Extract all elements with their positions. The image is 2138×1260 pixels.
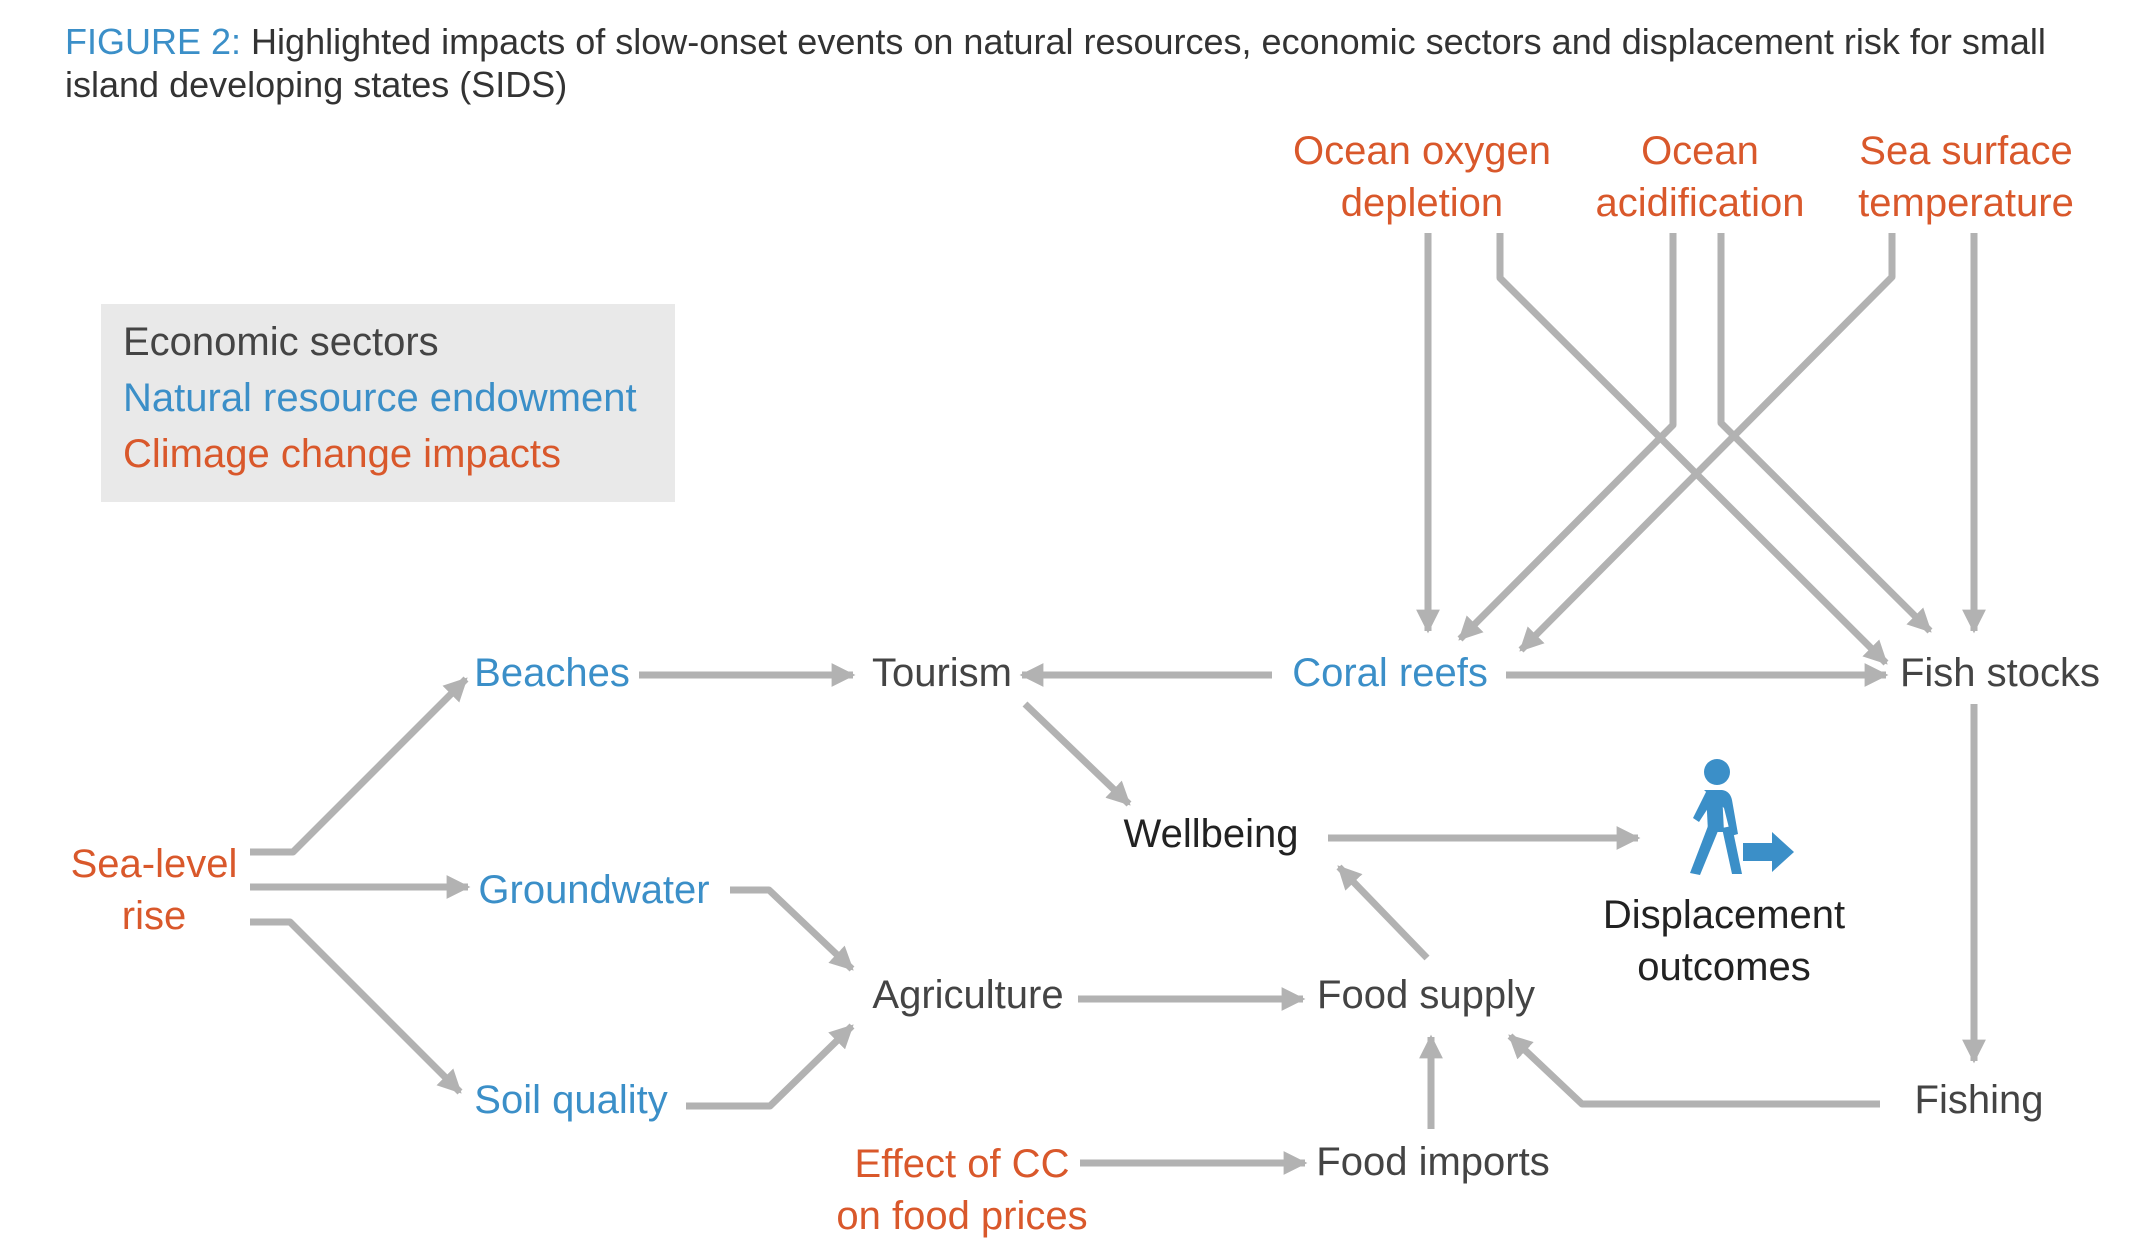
node-ocean-oxygen-depletion-line1: Ocean oxygen (1293, 129, 1551, 173)
arrow-acid-to-fish (1717, 233, 1933, 634)
arrow-fishing-to-food-supply (1507, 1033, 1880, 1108)
figure-label: FIGURE 2: (65, 21, 242, 62)
node-displacement-outcomes-line1: Displacement (1602, 893, 1846, 937)
node-sea-surface-temperature: Sea surface temperature (1858, 125, 2074, 229)
legend-climate-impacts: Climage change impacts (123, 432, 561, 476)
node-ocean-acidification-line2: acidification (1595, 181, 1805, 225)
node-sea-surface-temperature-line2: temperature (1858, 181, 2074, 225)
node-fishing: Fishing (1914, 1078, 2044, 1122)
node-tourism: Tourism (871, 651, 1013, 695)
arrow-oxygen-to-fish (1496, 233, 1889, 666)
walking-person-with-arrow-icon (1690, 759, 1794, 875)
node-ocean-acidification: Ocean acidification (1595, 125, 1804, 229)
arrow-slr-to-soil (250, 918, 463, 1095)
node-ocean-oxygen-depletion: Ocean oxygen depletion (1293, 125, 1551, 229)
node-agriculture: Agriculture (872, 973, 1064, 1017)
node-sea-level-rise-line2: rise (121, 894, 187, 938)
node-beaches: Beaches (474, 651, 630, 695)
node-food-imports: Food imports (1316, 1140, 1550, 1184)
legend-economic-sectors: Economic sectors (123, 320, 439, 364)
node-sea-level-rise-line1: Sea-level (70, 842, 238, 886)
arrow-food-supply-to-wellbeing (1336, 864, 1430, 961)
node-effect-of-cc-line2: on food prices (836, 1194, 1088, 1238)
arrow-acid-to-coral (1457, 233, 1677, 642)
node-sea-level-rise: Sea-level rise (71, 838, 238, 942)
legend-natural-resource: Natural resource endowment (123, 376, 637, 420)
node-soil-quality: Soil quality (474, 1078, 668, 1122)
node-displacement-outcomes-line2: outcomes (1637, 945, 1811, 989)
arrow-groundwater-to-agriculture (730, 886, 855, 972)
node-ocean-oxygen-depletion-line2: depletion (1340, 181, 1504, 225)
node-wellbeing: Wellbeing (1123, 812, 1299, 856)
node-food-supply: Food supply (1317, 973, 1535, 1017)
arrow-tourism-to-wellbeing (1022, 701, 1132, 807)
arrow-sst-to-coral (1518, 233, 1896, 653)
arrow-soil-to-agriculture (686, 1023, 855, 1110)
figure-title: Highlighted impacts of slow-onset events… (65, 21, 2046, 105)
node-effect-of-cc-line1: Effect of CC (854, 1142, 1070, 1186)
node-displacement-outcomes: Displacement outcomes (1603, 889, 1845, 993)
node-coral-reefs: Coral reefs (1292, 651, 1488, 695)
node-ocean-acidification-line1: Ocean (1641, 129, 1759, 173)
arrow-slr-to-beaches (250, 676, 469, 856)
node-effect-of-cc-on-food-prices: Effect of CC on food prices (836, 1138, 1087, 1242)
node-fish-stocks: Fish stocks (1899, 651, 2101, 695)
node-sea-surface-temperature-line1: Sea surface (1859, 129, 2073, 173)
node-groundwater: Groundwater (478, 868, 710, 912)
legend-box: Economic sectors Natural resource endowm… (101, 304, 675, 502)
figure-caption: FIGURE 2: Highlighted impacts of slow-on… (65, 20, 2105, 106)
